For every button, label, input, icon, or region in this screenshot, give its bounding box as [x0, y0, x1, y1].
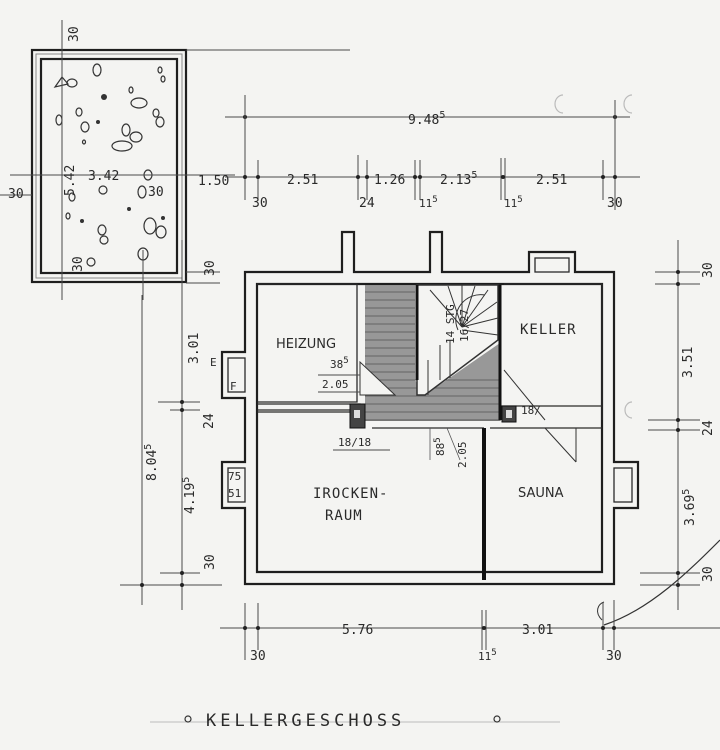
pit-wall-top-label: 30	[67, 26, 82, 42]
right-dim-2: 24	[701, 420, 716, 436]
pit-wall-inner-label: 30	[148, 185, 164, 200]
window-left-b-label: 51	[228, 487, 241, 500]
left-overall-dimension: 8.045	[143, 444, 160, 481]
window-e-label: E	[210, 356, 217, 369]
pit-wall-bottom-left-label: 30	[71, 256, 86, 272]
pit-height-label: 5.42	[63, 165, 78, 196]
top-dim-8: 30	[607, 196, 623, 211]
top-dim-7: 2.51	[536, 173, 567, 188]
door-center-b-label: 2.05	[456, 442, 469, 469]
stair-ratio-label: 16/27	[458, 309, 471, 342]
door-keller-label: 18/	[521, 404, 541, 417]
left-dim-1: 24	[202, 413, 217, 429]
right-dimension-lines	[597, 240, 720, 626]
room-label-heizung: HEIZUNG	[276, 337, 336, 352]
house-walls	[220, 230, 640, 586]
top-dim-0: 30	[252, 196, 268, 211]
bottom-dim-2: 115	[478, 648, 497, 663]
title-bullet-left-icon	[184, 715, 192, 723]
bottom-dim-1: 5.76	[342, 623, 373, 638]
bottom-dimension-lines	[220, 600, 720, 660]
top-dim-6: 115	[504, 195, 523, 210]
pit-gap-label: 1.50	[198, 174, 229, 189]
right-dim-1: 3.51	[681, 347, 696, 378]
bottom-dim-0: 30	[250, 649, 266, 664]
room-label-trockenraum-1: IROCKEN-	[313, 486, 388, 502]
stair-steps-label: 14 STG	[444, 304, 457, 344]
right-dim-0: 30	[701, 262, 716, 278]
bottom-dim-4: 30	[606, 649, 622, 664]
right-dim-4: 30	[701, 566, 716, 582]
room-label-keller: KELLER	[520, 322, 577, 338]
top-dimension-lines	[225, 94, 640, 210]
window-f-label: F	[230, 380, 237, 393]
left-dim-3: 30	[203, 554, 218, 570]
door-center-a-label: 885	[433, 437, 447, 456]
top-dim-4: 115	[419, 195, 438, 210]
right-dim-3: 3.695	[681, 489, 698, 526]
room-label-trockenraum-2: RAUM	[325, 508, 363, 524]
pit-wall-bottom-right-label: 30	[203, 260, 218, 276]
door-trocken-label: 18/18	[338, 436, 371, 449]
top-dim-2: 24	[359, 196, 375, 211]
window-left-a-label: 75	[228, 470, 241, 483]
bottom-dim-3: 3.01	[522, 623, 553, 638]
room-label-sauna: SAUNA	[518, 486, 564, 501]
spiral-stair	[427, 285, 499, 395]
left-dimension-lines	[120, 295, 222, 610]
top-dim-3: 1.26	[374, 173, 405, 188]
heizung-door-height-label: 2.05	[322, 378, 349, 391]
left-dim-2: 4.195	[181, 477, 198, 514]
pit-wall-left-label: 30	[8, 187, 24, 202]
top-dim-1: 2.51	[287, 173, 318, 188]
top-overall-dimension: 9.485	[408, 110, 445, 128]
heizung-sill-label: 385	[330, 356, 349, 371]
light-well-pit	[0, 20, 350, 300]
title-bullet-right-icon	[493, 715, 501, 723]
drawing-title: KELLERGESCHOSS	[206, 711, 405, 731]
top-dim-5: 2.135	[440, 170, 477, 188]
left-dim-0: 3.01	[187, 333, 202, 364]
pit-width-label: 3.42	[88, 169, 119, 184]
